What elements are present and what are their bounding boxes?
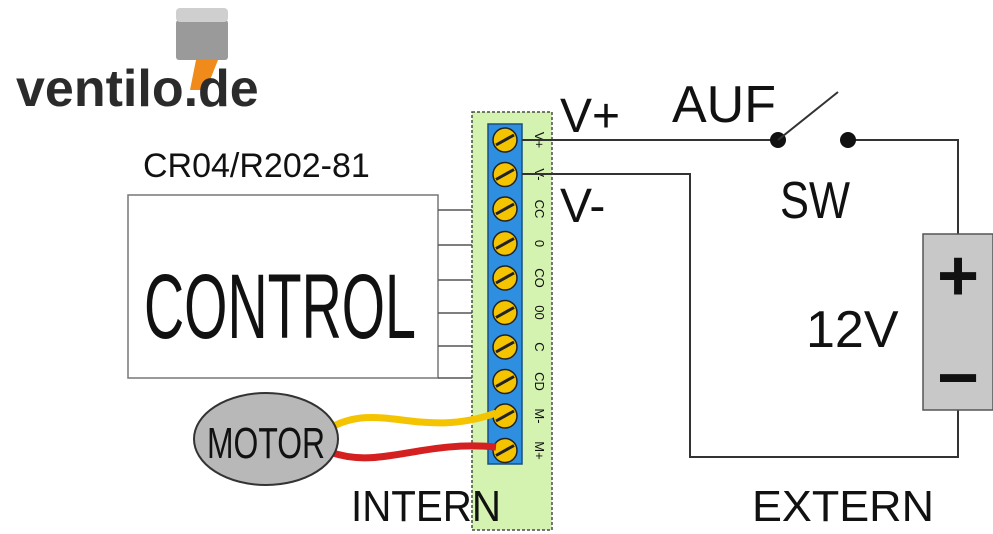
battery-voltage: 12V bbox=[806, 301, 899, 359]
switch-label: SW bbox=[780, 172, 850, 230]
terminal-screw-1 bbox=[492, 161, 518, 188]
terminal-screw-0 bbox=[492, 127, 518, 153]
motor: MOTOR bbox=[193, 392, 498, 486]
terminal-label-6: C bbox=[532, 342, 547, 351]
terminal-screw-7 bbox=[492, 368, 518, 395]
motor-wire-yellow bbox=[328, 409, 498, 432]
battery-body bbox=[922, 233, 993, 411]
terminal-label-3: 0 bbox=[532, 240, 547, 247]
terminal-label-2: CC bbox=[532, 200, 547, 219]
switch-contact-right bbox=[840, 132, 856, 148]
terminal-label-7: CD bbox=[532, 372, 547, 391]
terminal-screw-9 bbox=[492, 437, 518, 464]
terminal-screw-8 bbox=[492, 403, 518, 429]
motor-label: MOTOR bbox=[207, 419, 325, 468]
logo-text: ventilo.de bbox=[16, 60, 259, 118]
controller: CR04/R202-81 CONTROL bbox=[127, 147, 439, 379]
terminal-label-9: M+ bbox=[532, 441, 547, 459]
terminal-label-4: CO bbox=[532, 268, 547, 288]
terminal-label-5: 00 bbox=[532, 305, 547, 319]
negative-wire bbox=[522, 173, 959, 458]
terminal-screw-2 bbox=[492, 196, 518, 222]
controller-box bbox=[127, 194, 439, 379]
motor-body bbox=[193, 392, 339, 486]
battery: + − 12V bbox=[806, 233, 993, 418]
terminal-screw-5 bbox=[492, 299, 518, 326]
switch: AUF SW bbox=[672, 76, 856, 230]
battery-minus-sign: − bbox=[937, 338, 979, 418]
motor-wire-red bbox=[328, 442, 497, 462]
fan-motor-icon bbox=[176, 8, 228, 90]
positive-label: V+ bbox=[560, 90, 620, 143]
section-external: EXTERN bbox=[752, 482, 934, 531]
terminal-screw-6 bbox=[492, 334, 518, 360]
battery-plus-sign: + bbox=[937, 236, 979, 316]
section-internal: INTERN bbox=[351, 482, 501, 531]
controller-label: CONTROL bbox=[144, 256, 416, 358]
switch-action-label: AUF bbox=[672, 76, 776, 134]
switch-lever bbox=[777, 91, 839, 141]
battery-positive-wire bbox=[850, 139, 959, 234]
terminal-screw-4 bbox=[492, 265, 518, 291]
terminal-screw-3 bbox=[492, 230, 518, 257]
negative-label: V- bbox=[560, 180, 605, 233]
terminal-label-8: M- bbox=[532, 408, 547, 423]
logo: ventilo.de bbox=[16, 8, 259, 118]
controller-model: CR04/R202-81 bbox=[143, 147, 370, 185]
external-circuit bbox=[522, 139, 959, 458]
